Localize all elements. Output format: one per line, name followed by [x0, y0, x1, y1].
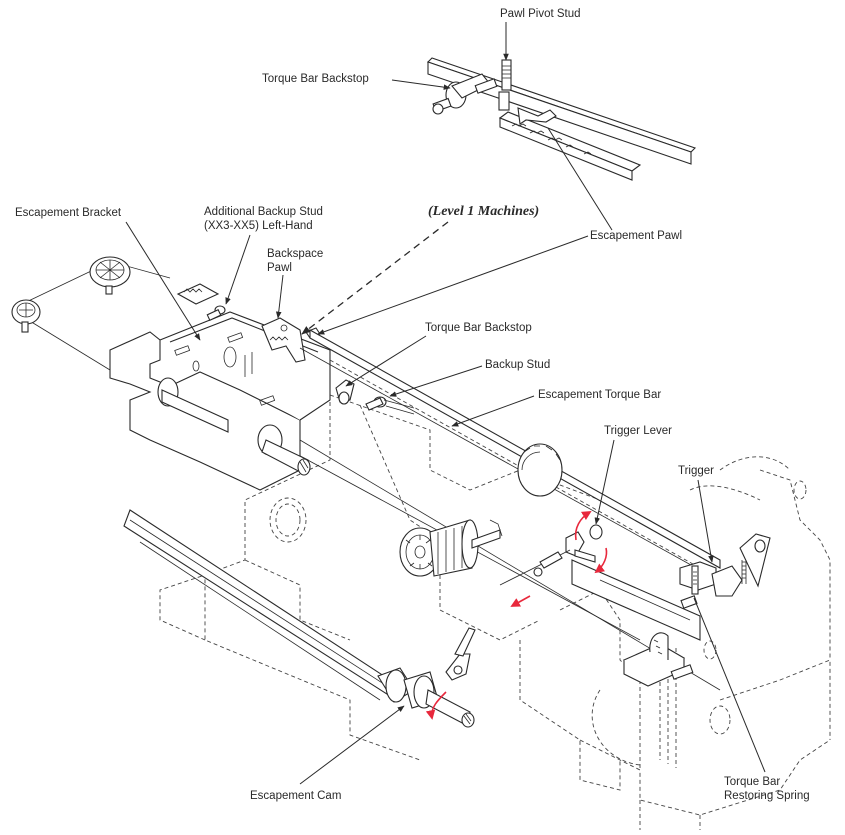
trigger-link-rod [499, 549, 571, 586]
leader-escapement-torque-bar [451, 395, 535, 427]
label-torque-bar-backstop: Torque Bar Backstop [425, 322, 532, 334]
inset-escapement-rack [498, 111, 642, 181]
label-torque-bar-backstop-inset: Torque Bar Backstop [262, 73, 369, 85]
inset-caption: (Level 1 Machines) [428, 204, 539, 219]
motion-arrow-trip-down [594, 547, 608, 574]
leader-escapement-pawl-inset [547, 127, 613, 231]
label-backspace-pawl-line2: Pawl [267, 262, 292, 274]
label-restoring-spring-line1: Torque Bar [724, 776, 780, 788]
leader-trigger [697, 479, 714, 563]
pulley-right [89, 256, 131, 295]
inset-assembly [426, 57, 697, 181]
label-pawl-pivot-stud: Pawl Pivot Stud [500, 8, 581, 20]
motion-arrow-link-left [510, 595, 531, 607]
pulley-left [11, 299, 41, 333]
callouts: Pawl Pivot Stud Torque Bar Backstop (Lev… [15, 8, 810, 802]
leader-additional-backup-stud [225, 234, 251, 305]
torque-bar-backstop-part [335, 379, 355, 405]
label-escapement-torque-bar: Escapement Torque Bar [538, 389, 661, 401]
backup-stud-part [365, 396, 415, 415]
trigger-lever-part [565, 524, 603, 563]
inset-torque-bar-backstop [432, 73, 498, 115]
label-additional-backup-stud-line1: Additional Backup Stud [204, 206, 323, 218]
motion-arrow-trigger-lever-up [574, 511, 592, 541]
label-trigger: Trigger [678, 465, 714, 477]
drive-cord [19, 261, 721, 691]
leader-escapement-cam [299, 705, 405, 785]
label-trigger-lever: Trigger Lever [604, 425, 672, 437]
label-additional-backup-stud-line2: (XX3-XX5) Left-Hand [204, 220, 313, 232]
leader-backup-stud [389, 365, 483, 397]
spring-drum [429, 519, 503, 577]
inset-dashed-leader [301, 221, 449, 335]
drive-gear [399, 527, 441, 577]
label-backup-stud: Backup Stud [485, 359, 550, 371]
cam-follower-link [445, 627, 476, 681]
leader-torque-bar-backstop [345, 335, 427, 387]
inset-escapement-pawl [517, 107, 557, 125]
leader-restoring-spring [693, 597, 766, 773]
leader-escapement-bracket [125, 221, 201, 341]
label-escapement-pawl: Escapement Pawl [590, 230, 682, 242]
label-restoring-spring-line2: Restoring Spring [724, 790, 810, 802]
leader-backspace-pawl [275, 274, 284, 319]
motion-arrow-cam-rotate [425, 691, 447, 720]
cord-clamp-assembly [622, 632, 694, 687]
escapement-trip-plate [571, 559, 701, 641]
ratchet-wheel [517, 443, 563, 497]
escapement-cam-part [377, 667, 475, 728]
label-backspace-pawl-line1: Backspace [267, 248, 323, 260]
label-escapement-bracket: Escapement Bracket [15, 207, 122, 219]
leader-escapement-pawl-main [317, 235, 589, 335]
leader-trigger-lever [594, 439, 615, 525]
label-escapement-cam: Escapement Cam [250, 790, 341, 802]
leader-torque-bar-backstop-inset [391, 79, 451, 90]
additional-backup-stud-part [176, 283, 226, 321]
motion-arrows [425, 511, 608, 720]
trigger-part [679, 533, 771, 609]
escapement-shaft [123, 509, 391, 701]
